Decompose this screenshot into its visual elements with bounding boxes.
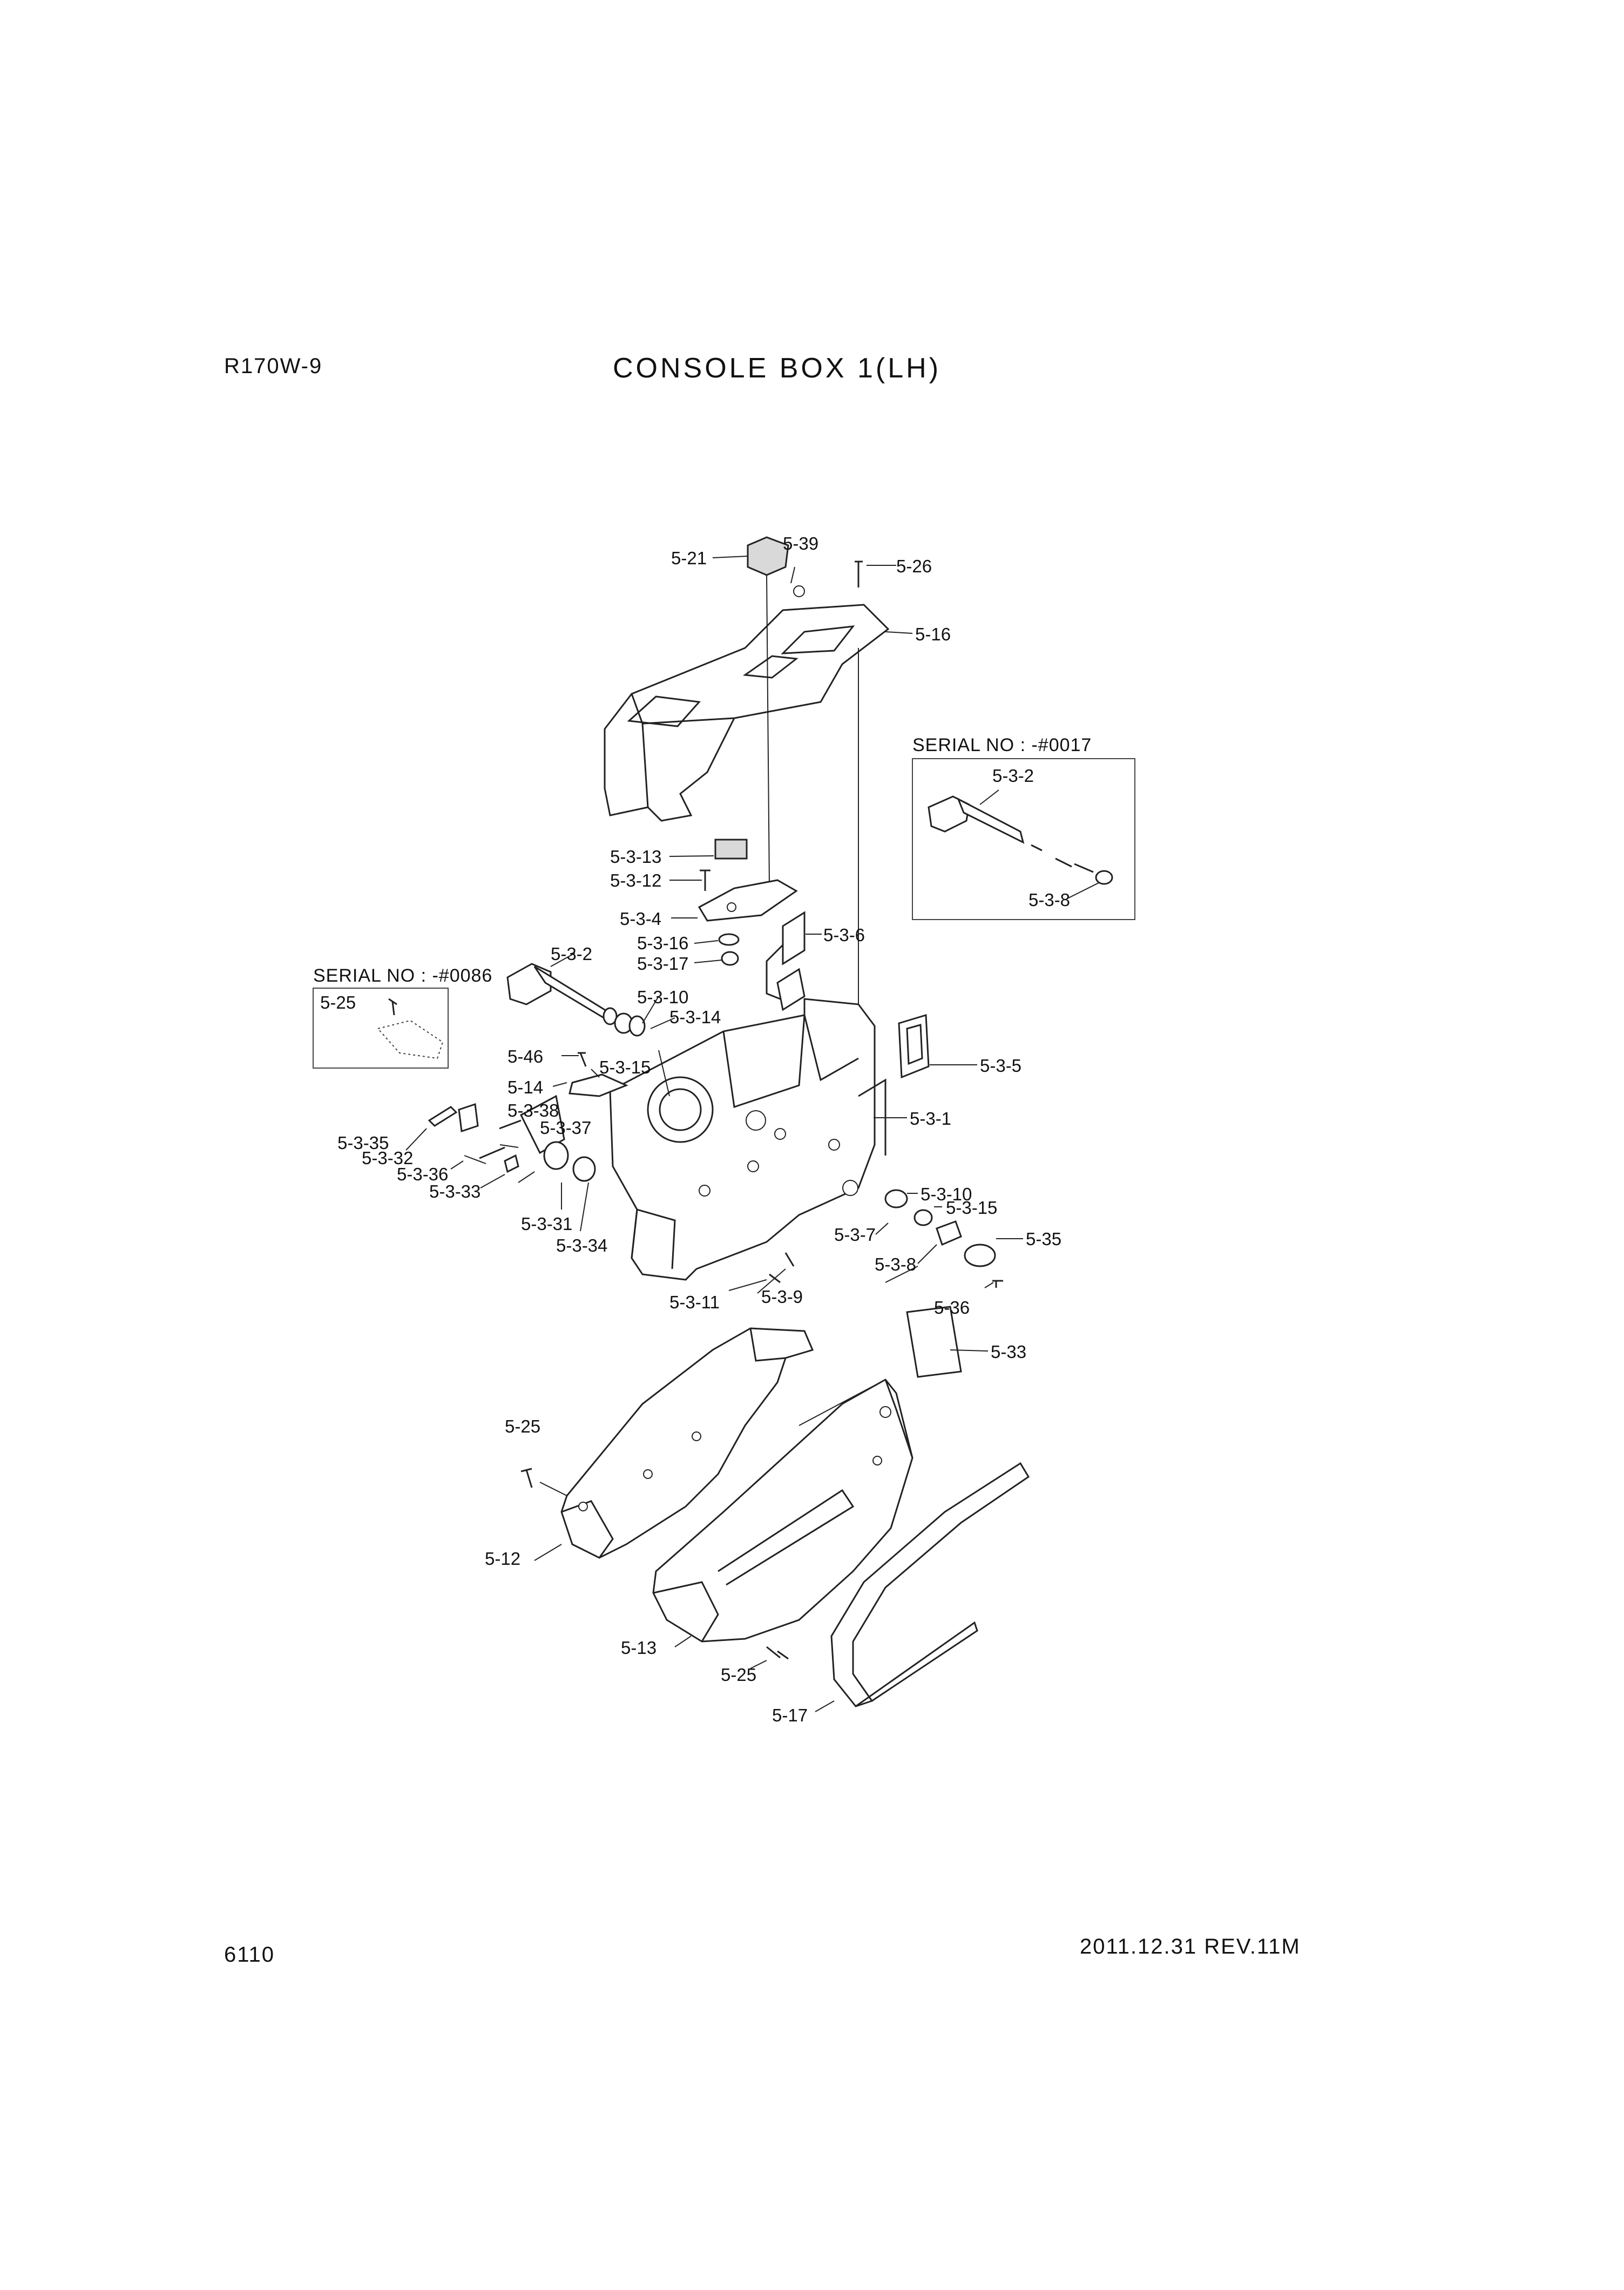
callout-label: 5-3-4: [620, 909, 662, 929]
callout-label: 5-3-14: [669, 1007, 721, 1027]
callout-label: 5-3-15: [946, 1198, 998, 1218]
callout-label: 5-3-12: [610, 870, 662, 890]
callout-label: 5-3-8: [875, 1254, 917, 1274]
callout-label: 5-33: [991, 1342, 1027, 1362]
callout-label: 5-3-9: [761, 1287, 803, 1307]
shaft-part: [506, 963, 646, 1037]
plate-part: [906, 1306, 962, 1378]
callout-label: 5-25: [505, 1416, 541, 1436]
callout-label: 5-3-2: [551, 944, 593, 964]
callout-label: 5-3-10: [921, 1184, 972, 1204]
callout-label: 5-39: [783, 533, 819, 553]
model-code: R170W-9: [224, 354, 323, 378]
knob-part: [747, 536, 805, 597]
callout-label: 5-3-5: [980, 1056, 1022, 1076]
serial-note-left: SERIAL NO : -#0086: [313, 965, 493, 986]
bracket-5-3-6: [766, 911, 806, 1011]
revision-date: 2011.12.31 REV.11M: [1080, 1935, 1301, 1958]
callout-label: 5-12: [485, 1549, 521, 1569]
callout-label: 5-3-36: [397, 1164, 449, 1184]
callout-label: 5-21: [671, 548, 707, 568]
callout-label: 5-3-16: [637, 933, 689, 953]
callout-label: 5-3-6: [823, 925, 865, 945]
callout-label: 5-26: [896, 556, 932, 576]
side-cover-left-part: [520, 1327, 814, 1559]
main-frame-part: [609, 998, 887, 1281]
callout-label: 5-14: [508, 1077, 544, 1097]
inset-box-left: [313, 988, 449, 1069]
callout-label: 5-3-1: [910, 1109, 952, 1129]
page-number: 6110: [224, 1943, 275, 1967]
screw-5-26: [855, 560, 863, 587]
callout-label: 5-3-32: [362, 1148, 414, 1168]
callout-label: 5-3-7: [834, 1225, 876, 1245]
callout-label: 5-3-33: [429, 1181, 481, 1201]
inset-right-shaft: [928, 795, 1113, 885]
inset-callout-label: 5-3-8: [1028, 890, 1071, 910]
callout-label: 5-25: [721, 1665, 757, 1685]
serial-note-right: SERIAL NO : -#0017: [912, 735, 1092, 755]
seal-strip-part: [830, 1462, 1030, 1707]
callout-label: 5-36: [934, 1298, 970, 1318]
callout-label: 5-35: [1026, 1229, 1062, 1249]
callout-label: 5-3-31: [521, 1214, 573, 1234]
callout-label: 5-3-11: [669, 1292, 720, 1312]
inset-left-parts: [377, 998, 444, 1059]
callout-label: 5-3-17: [637, 954, 689, 974]
callout-label: 5-3-38: [508, 1100, 559, 1120]
inset-box-right: [912, 758, 1135, 920]
side-cover-right-part: [652, 1379, 914, 1660]
callout-label: 5-3-35: [337, 1133, 389, 1153]
callout-leaders: [405, 556, 1099, 1712]
top-cover-part: [604, 604, 890, 822]
callout-label: 5-46: [508, 1046, 544, 1066]
callout-label: 5-3-13: [610, 847, 662, 867]
square-ring-part: [898, 1014, 930, 1079]
callout-label: 5-3-10: [637, 987, 689, 1007]
left-linkage-parts: [428, 1052, 628, 1182]
page-title: CONSOLE BOX 1(LH): [613, 353, 942, 384]
right-bushing-parts: [769, 1189, 1003, 1288]
callout-label: 5-17: [772, 1705, 808, 1725]
inset-callout-label: 5-25: [320, 992, 356, 1012]
callout-label: 5-13: [621, 1638, 657, 1658]
callout-label: 5-16: [915, 624, 951, 644]
callout-label: 5-3-34: [556, 1235, 608, 1255]
callout-label: 5-3-15: [599, 1057, 651, 1077]
callout-label: 5-3-37: [540, 1118, 592, 1138]
switch-bracket-parts: [698, 839, 798, 966]
inset-callout-label: 5-3-2: [992, 766, 1034, 786]
